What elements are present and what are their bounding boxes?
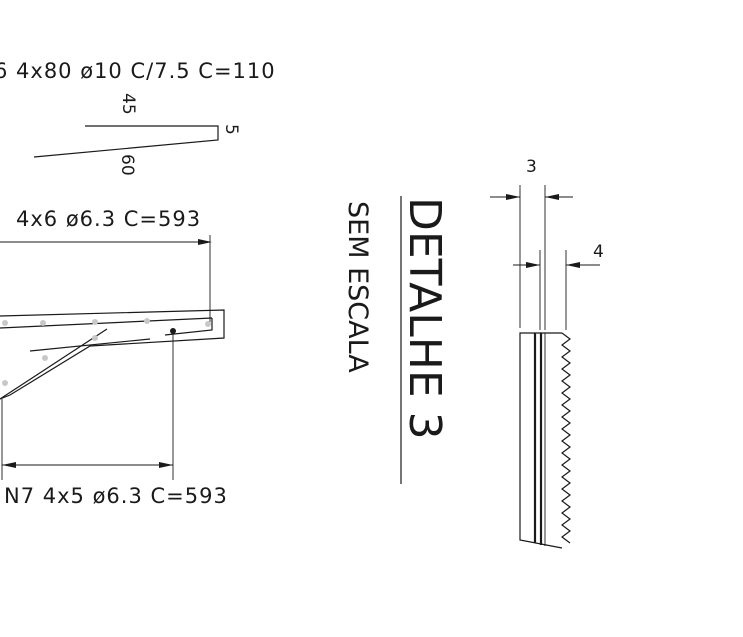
dim-4-lines [513,250,600,330]
bend-dim-60: 60 [117,154,137,176]
slab-section [0,309,225,400]
rebar-label-mid: 4x6 ø6.3 C=593 [16,207,201,231]
rebar-label-bottom: N7 4x5 ø6.3 C=593 [4,484,228,508]
rebar-dots [2,318,211,386]
bend-dim-5: 5 [221,124,241,135]
dim-3-lines [490,185,573,330]
plank-section-detail [519,332,571,549]
bend-dim-45: 45 [118,93,138,115]
rebar-label-top: 6 4x80 ø10 C/7.5 C=110 [0,59,276,83]
rebar-bottom-dimension-line [1,334,174,480]
dim-3-label: 3 [526,157,537,177]
detail-title: DETALHE 3 [399,197,450,440]
rebar-mid-dimension-line [0,235,212,322]
stirrup-bend-shape [33,125,219,158]
detail-scale-label: SEM ESCALA [342,201,373,373]
dim-4-label: 4 [593,242,604,262]
